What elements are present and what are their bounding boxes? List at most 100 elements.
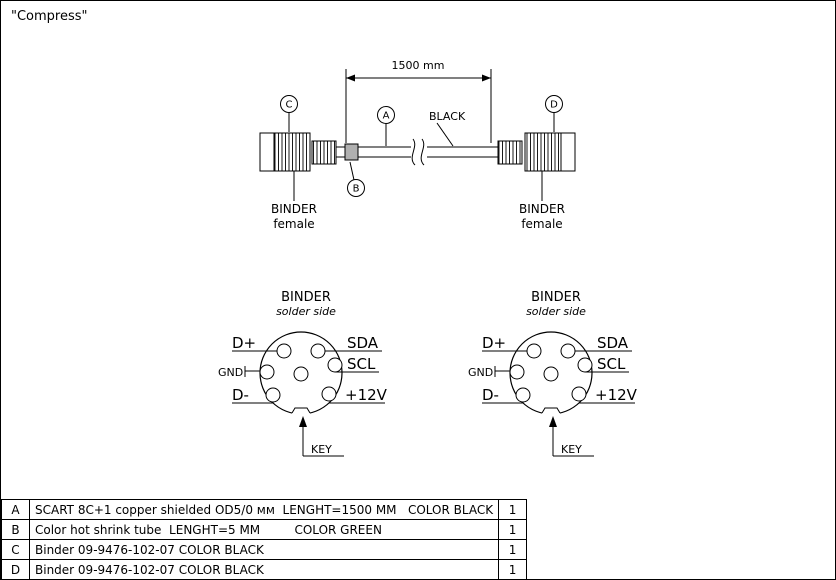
bom-item-description: Color hot shrink tube LENGHT=5 MM COLOR … <box>28 519 500 540</box>
dimension-label: 1500 mm <box>392 59 445 72</box>
left-connector-gender: female <box>273 217 314 231</box>
pin-dminus <box>515 387 531 403</box>
pinout-left: BINDER solder side <box>218 290 388 457</box>
bom-item-letter: A <box>1 499 30 520</box>
page-title: "Compress" <box>11 9 88 24</box>
left-connector-body <box>273 132 311 172</box>
callout-b-leader <box>349 161 355 181</box>
pin-dplus <box>276 343 292 359</box>
callout-d-letter: D <box>550 100 558 111</box>
key-notch <box>541 407 561 414</box>
left-connector-cap <box>259 132 275 172</box>
key-label: KEY <box>311 443 332 456</box>
pin-label-sda: SDA <box>597 334 629 352</box>
pin-label-gnd: GND <box>218 366 243 379</box>
pin-lead-lines <box>232 350 385 404</box>
pin-label-scl: SCL <box>597 355 626 373</box>
pin-label-dminus: D- <box>232 386 249 404</box>
left-connector <box>259 132 337 172</box>
right-connector <box>497 132 576 172</box>
pinout-right: BINDER solder side <box>468 290 638 457</box>
cable-color-label: BLACK <box>429 110 466 123</box>
key-indicator: KEY <box>549 416 594 457</box>
key-label: KEY <box>561 443 582 456</box>
bom-item-qty: 1 <box>498 559 528 579</box>
pin-12v <box>571 386 587 402</box>
pin-dminus <box>265 387 281 403</box>
bom-item-qty: 1 <box>498 499 528 520</box>
pinout-subtitle: solder side <box>276 305 336 318</box>
pin-scl <box>577 357 593 373</box>
cable <box>336 138 498 166</box>
right-connector-body <box>524 132 562 172</box>
shrink-tube <box>344 143 359 161</box>
bom-item-letter: B <box>1 519 30 540</box>
pin-label-gnd: GND <box>468 366 493 379</box>
key-indicator: KEY <box>299 416 344 457</box>
pin-label-scl: SCL <box>347 355 376 373</box>
left-connector-label: BINDER female <box>271 171 317 231</box>
pin-label-12v: +12V <box>595 386 638 404</box>
dimension-1500mm <box>345 69 492 143</box>
pin-label-sda: SDA <box>347 334 379 352</box>
left-connector-name: BINDER <box>271 202 317 216</box>
cable-break-mark <box>420 138 425 166</box>
right-connector-cap <box>560 132 576 172</box>
bom-row: A SCART 8C+1 copper shielded OD5/0 мм LE… <box>1 499 528 520</box>
callout-c-letter: C <box>286 100 293 111</box>
pin-scl <box>327 357 343 373</box>
callout-a-circle <box>377 106 395 124</box>
right-connector-name: BINDER <box>519 202 565 216</box>
callout-d-circle <box>545 95 563 113</box>
bom-item-description: SCART 8C+1 copper shielded OD5/0 мм LENG… <box>28 499 500 520</box>
bom-row: C Binder 09-9476-102-07 COLOR BLACK 1 <box>1 539 528 560</box>
cable-break-mark <box>411 138 416 166</box>
notch-mask <box>292 408 310 416</box>
bom-item-description: Binder 09-9476-102-07 COLOR BLACK <box>28 559 500 579</box>
pin-label-dminus: D- <box>482 386 499 404</box>
right-connector-label: BINDER female <box>519 171 565 231</box>
callout-c-circle <box>280 95 298 113</box>
left-connector-neck <box>311 140 337 165</box>
dim-arrow-right <box>482 74 491 82</box>
bom-row: D Binder 09-9476-102-07 COLOR BLACK 1 <box>1 559 528 579</box>
pin-label-dplus: D+ <box>232 334 256 352</box>
cable-assembly-drawing: 1500 mm BLACK C A D B <box>218 59 638 457</box>
key-arrowhead <box>549 416 557 427</box>
bom-item-letter: C <box>1 539 30 560</box>
callout-b: B <box>347 161 365 197</box>
pin-gnd <box>509 364 525 380</box>
pin-label-12v: +12V <box>345 386 388 404</box>
pin-label-dplus: D+ <box>482 334 506 352</box>
callout-d: D <box>545 95 563 132</box>
pinout-title: BINDER <box>281 290 331 305</box>
callout-c: C <box>280 95 298 132</box>
key-arrowhead <box>299 416 307 427</box>
bom-item-qty: 1 <box>498 519 528 540</box>
callout-a-letter: A <box>383 111 390 122</box>
bom-item-qty: 1 <box>498 539 528 560</box>
callout-a: A <box>377 106 395 146</box>
cable-color-leader-line <box>436 122 454 147</box>
pin-center <box>293 366 309 382</box>
pin-sda <box>310 343 326 359</box>
bom-table: A SCART 8C+1 copper shielded OD5/0 мм LE… <box>1 499 528 579</box>
pins <box>509 343 593 403</box>
pin-sda <box>560 343 576 359</box>
pins <box>259 343 343 403</box>
callout-b-circle <box>347 179 365 197</box>
notch-mask <box>542 408 560 416</box>
bom-item-description: Binder 09-9476-102-07 COLOR BLACK <box>28 539 500 560</box>
dim-arrow-left <box>346 74 355 82</box>
key-notch <box>291 407 311 414</box>
pin-dplus <box>526 343 542 359</box>
bom-row: B Color hot shrink tube LENGHT=5 MM COLO… <box>1 519 528 540</box>
right-connector-neck <box>497 140 523 165</box>
right-connector-gender: female <box>521 217 562 231</box>
pin-12v <box>321 386 337 402</box>
pinout-title: BINDER <box>531 290 581 305</box>
pin-center <box>543 366 559 382</box>
bom-item-letter: D <box>1 559 30 579</box>
callout-b-letter: B <box>353 184 360 195</box>
